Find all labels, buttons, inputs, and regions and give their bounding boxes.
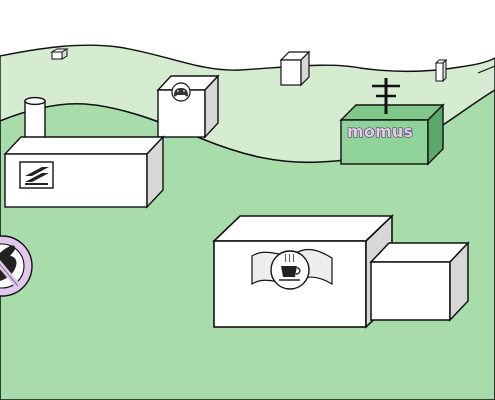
antenna-icon (372, 78, 400, 114)
gamepad-building[interactable] (156, 74, 220, 139)
chimney-top (24, 96, 46, 106)
far-cube-middle[interactable] (279, 50, 311, 87)
coffee-building[interactable] (212, 214, 470, 329)
server-building[interactable] (3, 96, 165, 209)
coffee-cup-icon (270, 250, 310, 290)
far-cube-right[interactable] (434, 58, 448, 83)
momus-sign-text: momus (347, 122, 413, 141)
far-cube-left[interactable] (50, 48, 69, 60)
gamepad-icon (171, 82, 191, 102)
momus-building[interactable]: momus (339, 78, 445, 166)
server-stack-icon (19, 161, 54, 189)
forbidden-sign[interactable] (0, 235, 33, 297)
edge-line (477, 65, 495, 74)
